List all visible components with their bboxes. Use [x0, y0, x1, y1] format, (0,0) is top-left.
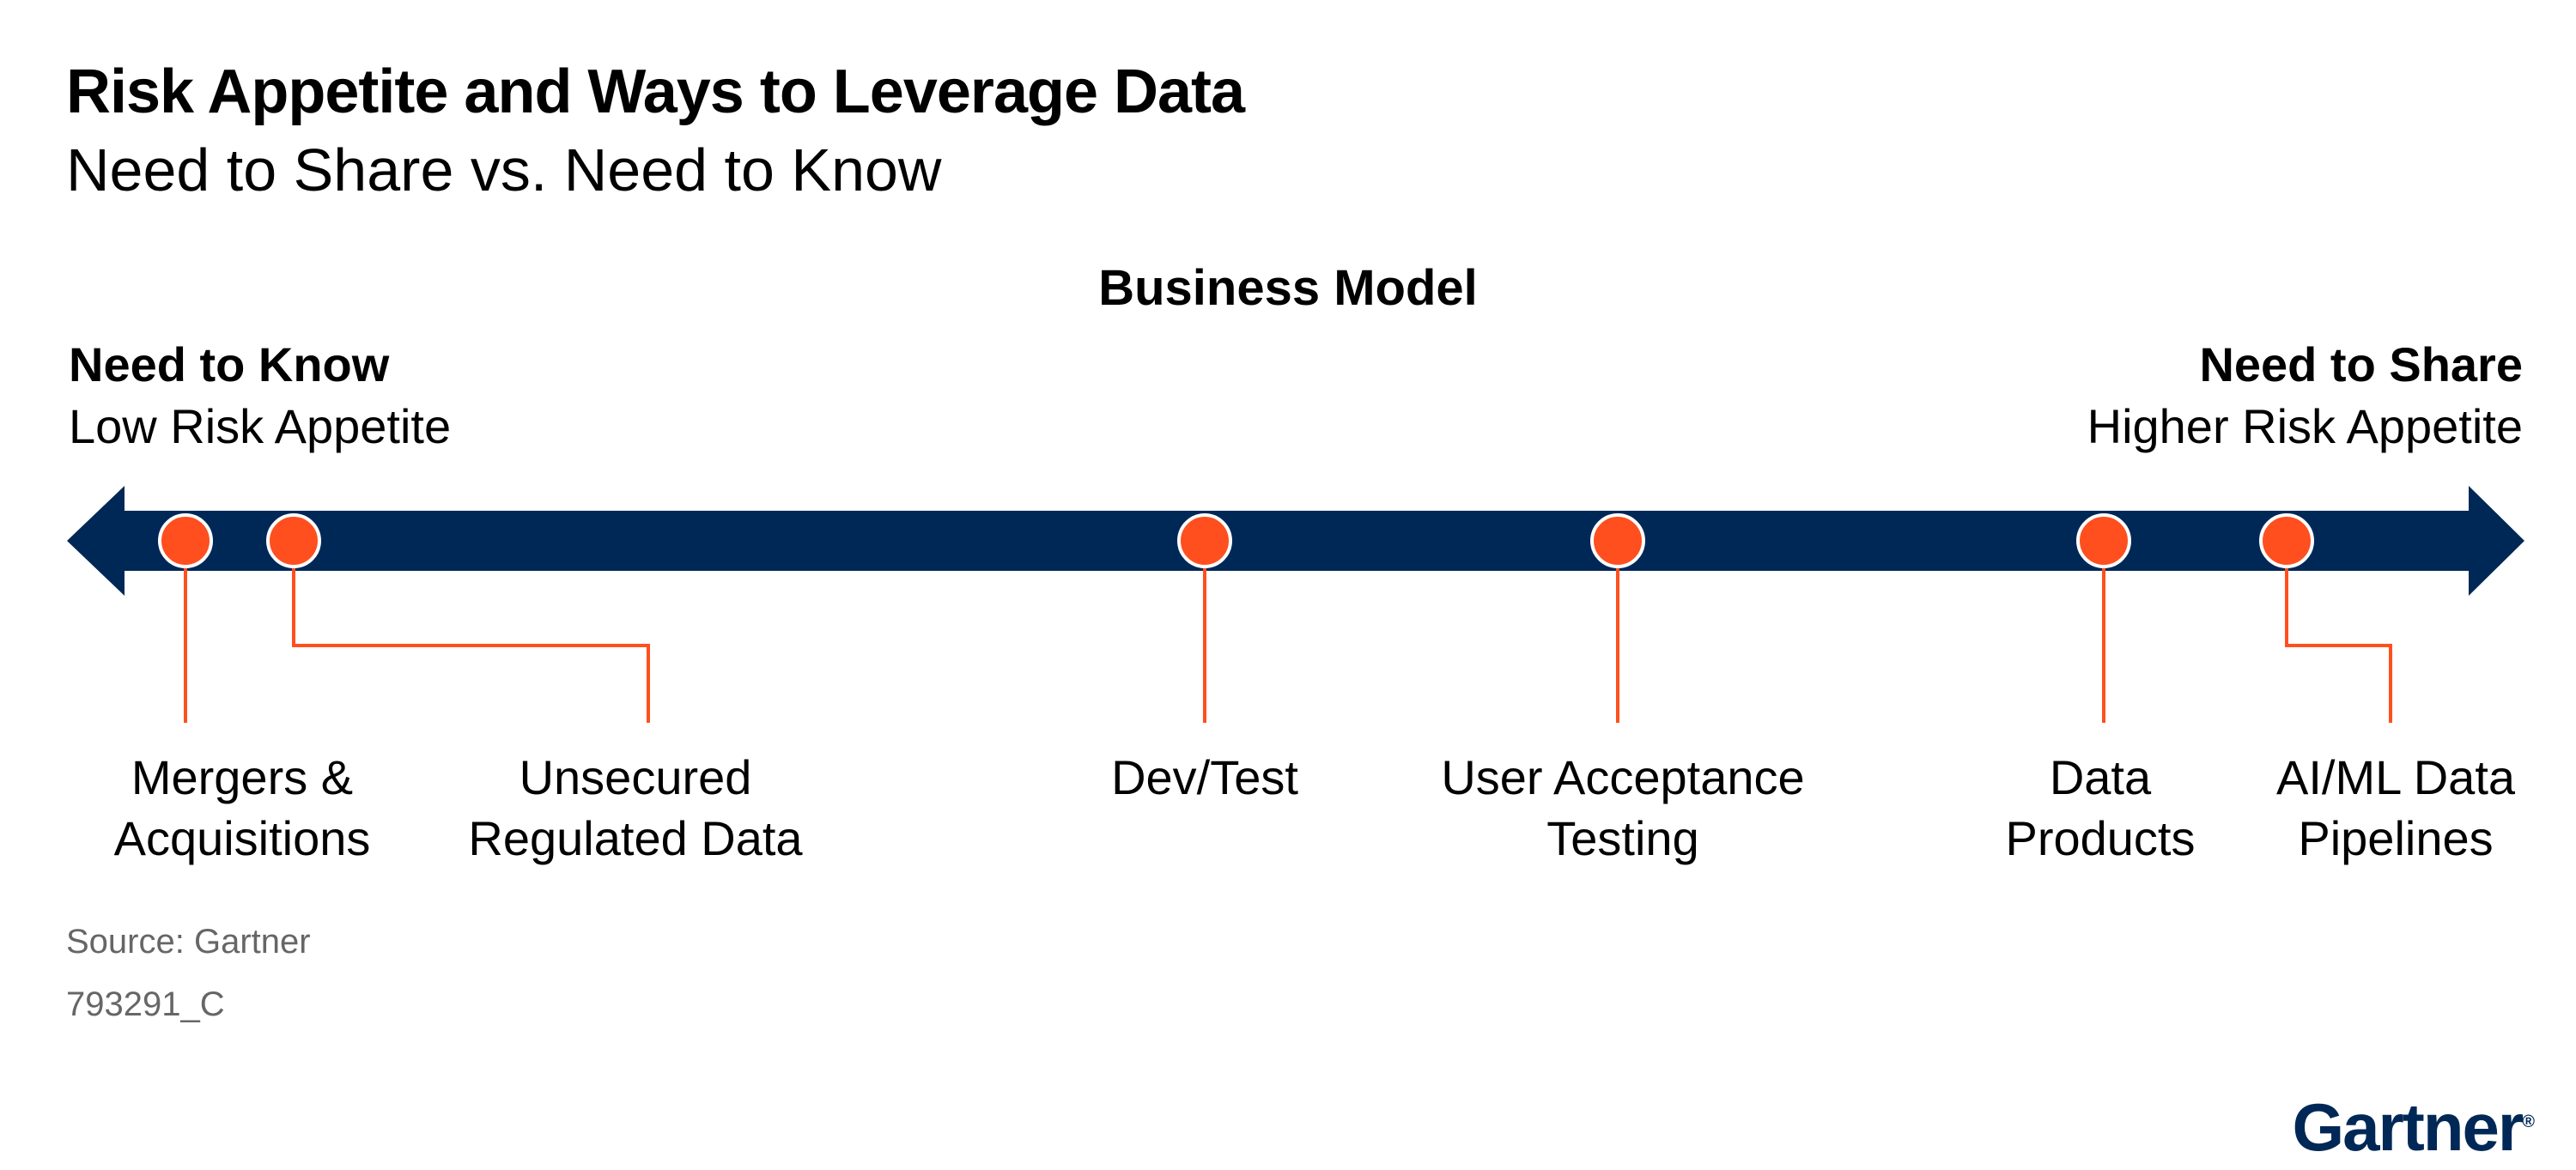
marker-label-line1: Mergers & [131, 750, 354, 804]
marker-dot [2076, 513, 2131, 568]
left-end-subtitle: Low Risk Appetite [69, 399, 452, 453]
marker-label-line1: User Acceptance [1441, 750, 1805, 804]
marker-label-line2: Regulated Data [468, 811, 803, 865]
figure-code: 793291_C [66, 985, 225, 1023]
marker-label-line1: Data [2049, 750, 2152, 804]
marker-dot [1590, 513, 1645, 568]
right-end-title: Need to Share [2199, 337, 2523, 391]
marker-label: Mergers & Acquisitions [114, 747, 371, 869]
marker-label: Dev/Test [1111, 747, 1298, 808]
double-arrow [67, 486, 2524, 596]
right-end-subtitle: Higher Risk Appetite [2087, 399, 2523, 453]
marker-label-line1: Dev/Test [1111, 750, 1298, 804]
page-title: Risk Appetite and Ways to Leverage Data [66, 58, 1245, 126]
marker-dot [1177, 513, 1232, 568]
marker-dot [2259, 513, 2314, 568]
page-subtitle: Need to Share vs. Need to Know [66, 136, 942, 203]
marker-label-line2: Pipelines [2298, 811, 2494, 865]
source-note: Source: Gartner [66, 923, 311, 961]
connector-line [292, 567, 650, 723]
axis-center-label: Business Model [1098, 260, 1478, 316]
connector-line [2285, 567, 2392, 723]
left-end-title: Need to Know [69, 337, 390, 391]
marker-label-line1: Unsecured [519, 750, 752, 804]
marker-dot [266, 513, 321, 568]
marker-label-line2: Testing [1546, 811, 1699, 865]
marker-label-line2: Acquisitions [113, 811, 371, 865]
marker-label-line1: AI/ML Data [2275, 750, 2516, 804]
gartner-logo: Gartner® [2292, 1089, 2534, 1165]
marker-label-line2: Products [2005, 811, 2196, 865]
marker-dot [158, 513, 213, 568]
